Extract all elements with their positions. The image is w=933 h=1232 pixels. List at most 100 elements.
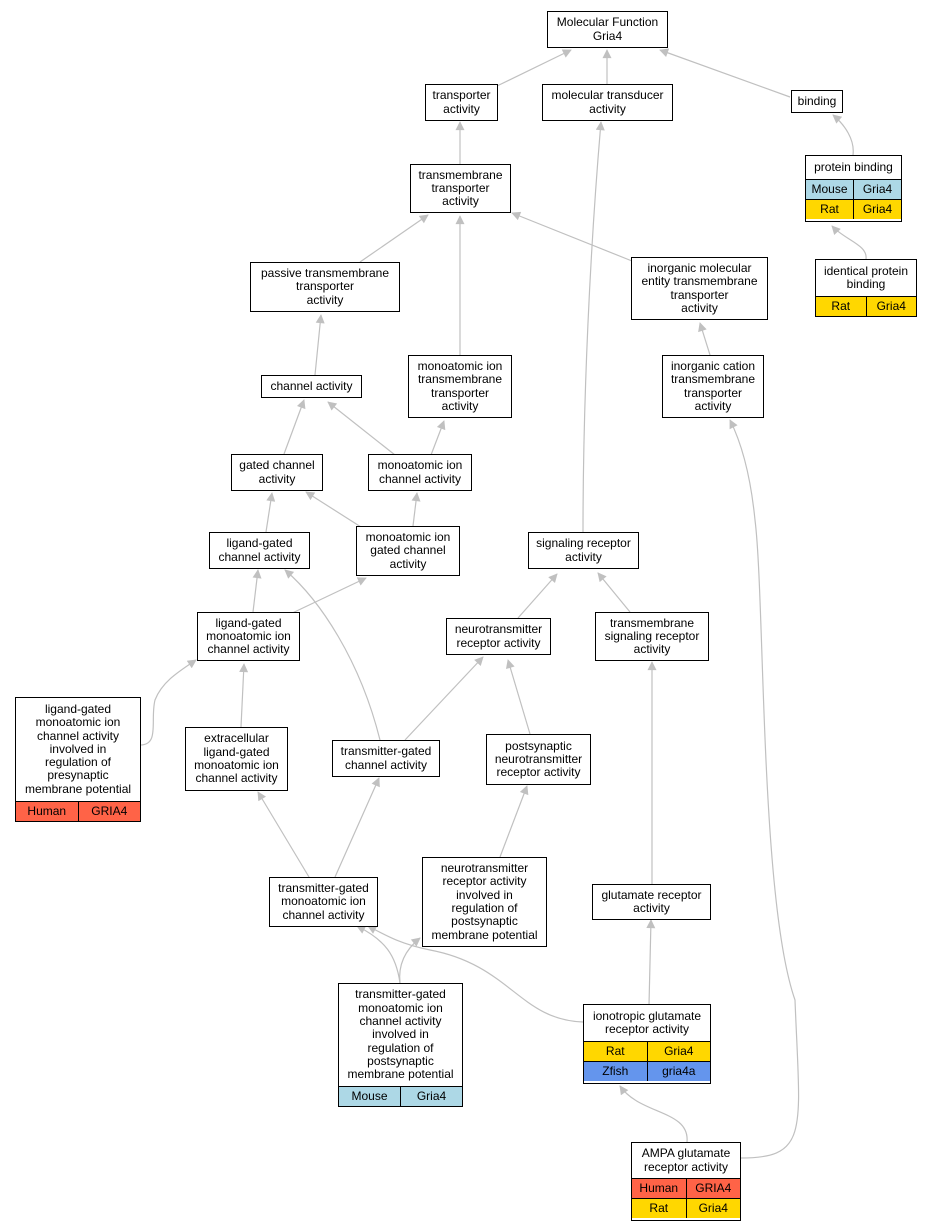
node-neurotransmitter-receptor-activity[interactable]: neurotransmitter receptor activity — [446, 618, 551, 655]
species-cell: Mouse — [339, 1087, 400, 1106]
gene-cell: Gria4 — [400, 1087, 462, 1106]
node-label: gated channel activity — [239, 458, 315, 486]
species-cell: Mouse — [806, 180, 853, 199]
annotation-row: Rat Gria4 — [816, 296, 916, 316]
node-postsynaptic-neurotransmitter-receptor[interactable]: postsynaptic neurotransmitter receptor a… — [486, 734, 591, 785]
gene-cell: Gria4 — [853, 180, 901, 199]
edge-monoatomic-channel-channel — [327, 401, 396, 456]
node-monoatomic-ion-gated-channel-activity[interactable]: monoatomic ion gated channel activity — [356, 526, 460, 576]
node-ampa-glutamate-receptor[interactable]: AMPA glutamate receptor activity Human G… — [631, 1142, 741, 1221]
node-neurotransmitter-regulation-postsynaptic[interactable]: neurotransmitter receptor activity invol… — [422, 857, 547, 947]
annotation-row: Zfish gria4a — [584, 1061, 710, 1081]
node-label: postsynaptic neurotransmitter receptor a… — [494, 738, 583, 780]
edge-lg-presynaptic — [139, 659, 197, 746]
gene-cell: Gria4 — [853, 200, 901, 219]
species-cell: Rat — [816, 297, 866, 316]
edge-postsyn-nt — [505, 659, 531, 735]
node-label: Molecular Function Gria4 — [556, 15, 659, 43]
node-label: transmitter-gated monoatomic ion channel… — [278, 881, 369, 922]
node-binding[interactable]: binding — [791, 90, 843, 113]
node-ligand-gated-presynaptic[interactable]: ligand-gated monoatomic ion channel acti… — [15, 697, 141, 822]
node-transmembrane-signaling-receptor[interactable]: transmembrane signaling receptor activit… — [595, 612, 709, 661]
edge-tx-gated-monoatomic-extracellular — [257, 791, 310, 878]
node-monoatomic-ion-channel-activity[interactable]: monoatomic ion channel activity — [368, 454, 472, 491]
edge-gated-channel — [283, 399, 306, 455]
edge-tx-gated-channel-ligand — [284, 569, 381, 741]
species-cell: Rat — [584, 1042, 647, 1061]
gene-cell: GRIA4 — [685, 1179, 740, 1198]
node-label: identical protein binding — [823, 263, 909, 291]
edge-transporter-root — [496, 49, 572, 87]
node-label: transporter activity — [432, 88, 491, 116]
edge-signaling-transducer — [582, 121, 605, 533]
annotation-row: Rat Gria4 — [632, 1198, 740, 1218]
node-label: passive transmembrane transporter activi… — [260, 266, 390, 307]
edge-monoatomic-channel-tm — [430, 420, 446, 456]
node-ligand-gated-channel-activity[interactable]: ligand-gated channel activity — [209, 532, 310, 569]
edge-inorganic-mol — [511, 211, 633, 262]
node-label: inorganic cation transmembrane transport… — [670, 358, 756, 413]
node-label: neurotransmitter receptor activity — [454, 622, 543, 650]
node-label: protein binding — [814, 159, 893, 174]
edge-protein-binding-binding — [832, 114, 854, 156]
edge-lg-monoatomic-ligand — [252, 569, 262, 613]
node-label: transmembrane transporter activity — [418, 167, 503, 209]
node-label: transmitter-gated monoatomic ion channel… — [347, 987, 454, 1082]
annotation-row: Mouse Gria4 — [806, 179, 901, 199]
edge-channel-passive — [314, 314, 325, 376]
node-label: molecular transducer activity — [551, 88, 664, 116]
node-molecular-transducer-activity[interactable]: molecular transducer activity — [542, 84, 673, 121]
node-label: transmitter-gated channel activity — [340, 744, 432, 772]
node-molecular-function[interactable]: Molecular Function Gria4 — [547, 11, 668, 48]
node-label: signaling receptor activity — [536, 536, 631, 564]
node-label: glutamate receptor activity — [601, 887, 702, 915]
species-cell: Rat — [632, 1199, 686, 1218]
node-label: transmembrane signaling receptor activit… — [604, 615, 700, 657]
gene-cell: GRIA4 — [77, 802, 140, 821]
edge-ampa-inorganic-cation — [729, 419, 800, 1159]
node-label: extracellular ligand-gated monoatomic io… — [194, 731, 279, 786]
annotation-row: Human GRIA4 — [16, 801, 140, 821]
node-transmembrane-transporter-activity[interactable]: transmembrane transporter activity — [410, 164, 511, 213]
node-extracellular-ligand-gated[interactable]: extracellular ligand-gated monoatomic io… — [185, 727, 288, 791]
edge-ampa-ionotropic — [619, 1085, 688, 1143]
edge-ligand-gated — [265, 492, 276, 533]
node-signaling-receptor-activity[interactable]: signaling receptor activity — [528, 532, 639, 569]
node-label: channel activity — [270, 378, 353, 393]
node-glutamate-receptor-activity[interactable]: glutamate receptor activity — [592, 884, 711, 920]
species-cell: Human — [632, 1179, 686, 1198]
annotation-row: Human GRIA4 — [632, 1178, 740, 1198]
gene-cell: Gria4 — [685, 1199, 740, 1218]
node-passive-transmembrane-transporter-activity[interactable]: passive transmembrane transporter activi… — [250, 262, 400, 312]
node-label: monoatomic ion gated channel activity — [365, 530, 451, 571]
node-label: ionotropic glutamate receptor activity — [592, 1008, 702, 1036]
node-channel-activity[interactable]: channel activity — [261, 375, 362, 398]
node-monoatomic-ion-transmembrane-transporter[interactable]: monoatomic ion transmembrane transporter… — [408, 355, 512, 418]
edge-inorganic-cation — [698, 322, 711, 356]
node-protein-binding[interactable]: protein binding Mouse Gria4 Rat Gria4 — [805, 155, 902, 222]
gene-cell: gria4a — [646, 1062, 710, 1081]
annotation-row: Mouse Gria4 — [339, 1086, 462, 1106]
node-label: ligand-gated monoatomic ion channel acti… — [206, 615, 291, 657]
node-inorganic-cation-transporter[interactable]: inorganic cation transmembrane transport… — [662, 355, 764, 418]
node-identical-protein-binding[interactable]: identical protein binding Rat Gria4 — [815, 259, 917, 317]
edge-tx-gated-monoatomic-channel — [334, 777, 380, 878]
edge-extracellular-lg — [239, 663, 249, 728]
node-label: ligand-gated channel activity — [218, 536, 301, 564]
node-transmitter-gated-monoatomic-ion-channel[interactable]: transmitter-gated monoatomic ion channel… — [269, 877, 378, 927]
node-label: monoatomic ion transmembrane transporter… — [417, 358, 503, 413]
edge-nt-receptor — [517, 573, 558, 619]
species-cell: Human — [16, 802, 78, 821]
node-inorganic-molecular-entity-transporter[interactable]: inorganic molecular entity transmembrane… — [631, 257, 768, 320]
node-gated-channel-activity[interactable]: gated channel activity — [231, 454, 323, 491]
edge-tx-gated-channel-nt — [404, 656, 484, 741]
node-transmitter-gated-postsynaptic[interactable]: transmitter-gated monoatomic ion channel… — [338, 983, 463, 1107]
species-cell: Rat — [806, 200, 853, 219]
edge-ionotropic-tx-gated-monoatomic — [367, 925, 584, 1023]
node-transmitter-gated-channel-activity[interactable]: transmitter-gated channel activity — [332, 740, 440, 777]
node-transporter-activity[interactable]: transporter activity — [425, 84, 498, 121]
edge-tx-gated-postsyn-nt-reg — [399, 937, 421, 984]
node-ligand-gated-monoatomic-ion-channel[interactable]: ligand-gated monoatomic ion channel acti… — [197, 612, 300, 661]
node-ionotropic-glutamate-receptor[interactable]: ionotropic glutamate receptor activity R… — [583, 1004, 711, 1084]
